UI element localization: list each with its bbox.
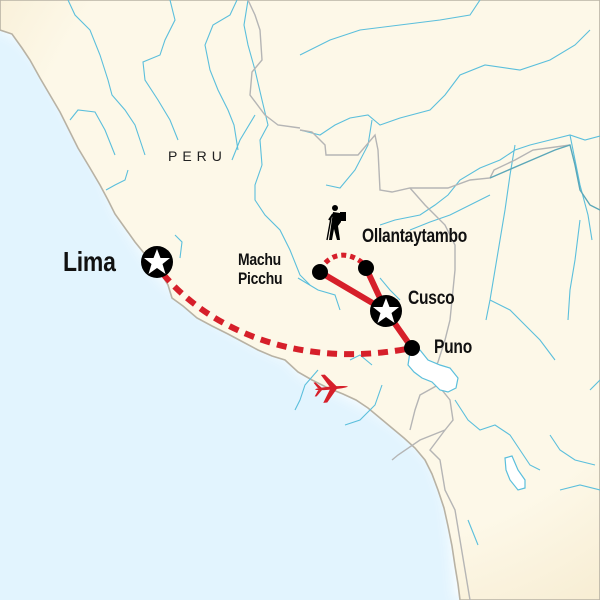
label-puno[interactable]: Puno — [434, 337, 472, 358]
rivers — [67, 0, 600, 546]
marker-ollantaytambo[interactable] — [358, 260, 374, 276]
marker-lima[interactable] — [141, 246, 173, 278]
label-ollantaytambo[interactable]: Ollantaytambo — [362, 226, 468, 247]
lake-titicaca — [407, 349, 459, 393]
plane-icon — [313, 374, 348, 403]
label-cusco[interactable]: Cusco — [408, 288, 455, 309]
hiker-icon — [326, 205, 346, 241]
marker-machu-picchu[interactable] — [312, 264, 328, 280]
marker-cusco[interactable] — [370, 295, 402, 327]
marker-puno[interactable] — [404, 340, 420, 356]
border-river — [489, 144, 600, 211]
label-machu-picchu[interactable]: Machu Picchu — [238, 250, 282, 288]
label-machu-picchu-line1: Machu — [238, 250, 281, 269]
country-label-peru: PERU — [168, 148, 227, 164]
label-lima[interactable]: Lima — [63, 246, 116, 277]
label-machu-picchu-line2: Picchu — [238, 269, 283, 288]
lake-poopo — [504, 455, 526, 491]
route-flight-lima-puno — [160, 272, 413, 358]
